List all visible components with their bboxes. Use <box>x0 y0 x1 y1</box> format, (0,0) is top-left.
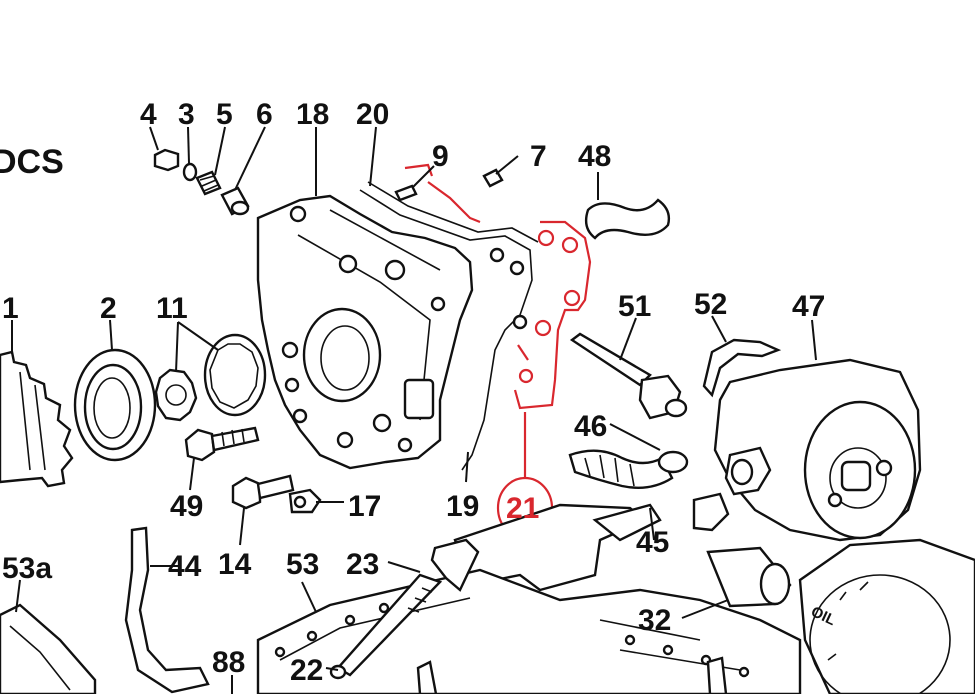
screw-17 <box>288 488 322 514</box>
callout-5: 5 <box>216 98 233 131</box>
hose-48 <box>584 198 671 240</box>
clip-52 <box>702 338 782 398</box>
timing-gear <box>0 350 74 488</box>
callout-49: 49 <box>170 490 203 523</box>
leader-lines <box>11 126 817 694</box>
pump-outer-rotor <box>203 333 267 417</box>
dipstick-tube-44 <box>124 526 210 694</box>
pump-inner-gear <box>154 368 198 422</box>
bolt-49 <box>184 426 260 462</box>
callout-4: 4 <box>140 98 157 131</box>
callout-9: 9 <box>432 140 449 173</box>
callout-1: 1 <box>2 292 19 325</box>
screw-9 <box>394 184 418 202</box>
spring-5 <box>195 170 222 196</box>
callout-14: 14 <box>218 548 252 581</box>
header-fragment: DCS <box>0 143 64 181</box>
oil-cooler-47 <box>713 358 922 542</box>
callout-2: 2 <box>100 292 117 325</box>
callout-51: 51 <box>618 290 651 323</box>
oil-filter: OIL <box>798 538 975 694</box>
callout-44: 44 <box>168 550 202 583</box>
plunger-6 <box>220 186 250 216</box>
sleeve-32 <box>706 546 792 608</box>
oil-pan-53 <box>256 568 802 694</box>
hose-46 <box>568 449 689 489</box>
callout-53: 53 <box>286 548 319 581</box>
callout-11: 11 <box>156 292 188 325</box>
bolt-4 <box>153 148 180 172</box>
oil-seal-ring <box>73 348 157 462</box>
callout-17: 17 <box>348 490 381 523</box>
callout-47: 47 <box>792 290 825 323</box>
callout-45: 45 <box>636 526 669 559</box>
callout-48: 48 <box>578 140 611 173</box>
adapter-fitting <box>692 446 772 532</box>
oil-pan-53a <box>0 603 97 694</box>
callout-23: 23 <box>346 548 379 581</box>
callout-53a: 53a <box>2 552 52 585</box>
gasket-plate <box>359 181 539 471</box>
callout-88: 88 <box>212 646 245 679</box>
oil-pump-body <box>256 194 474 470</box>
callout-21-highlighted: 21 <box>506 492 539 525</box>
callout-20: 20 <box>356 98 389 131</box>
bolt-51 <box>569 332 688 420</box>
callout-7: 7 <box>530 140 547 173</box>
callout-19: 19 <box>446 490 479 523</box>
callout-52: 52 <box>694 288 727 321</box>
callout-22: 22 <box>290 654 323 687</box>
callout-6: 6 <box>256 98 273 131</box>
washer-3 <box>182 162 198 182</box>
callout-32: 32 <box>638 604 671 637</box>
bolt-14 <box>231 474 295 510</box>
callout-3: 3 <box>178 98 195 131</box>
callout-46: 46 <box>574 410 607 443</box>
callout-18: 18 <box>296 98 329 131</box>
